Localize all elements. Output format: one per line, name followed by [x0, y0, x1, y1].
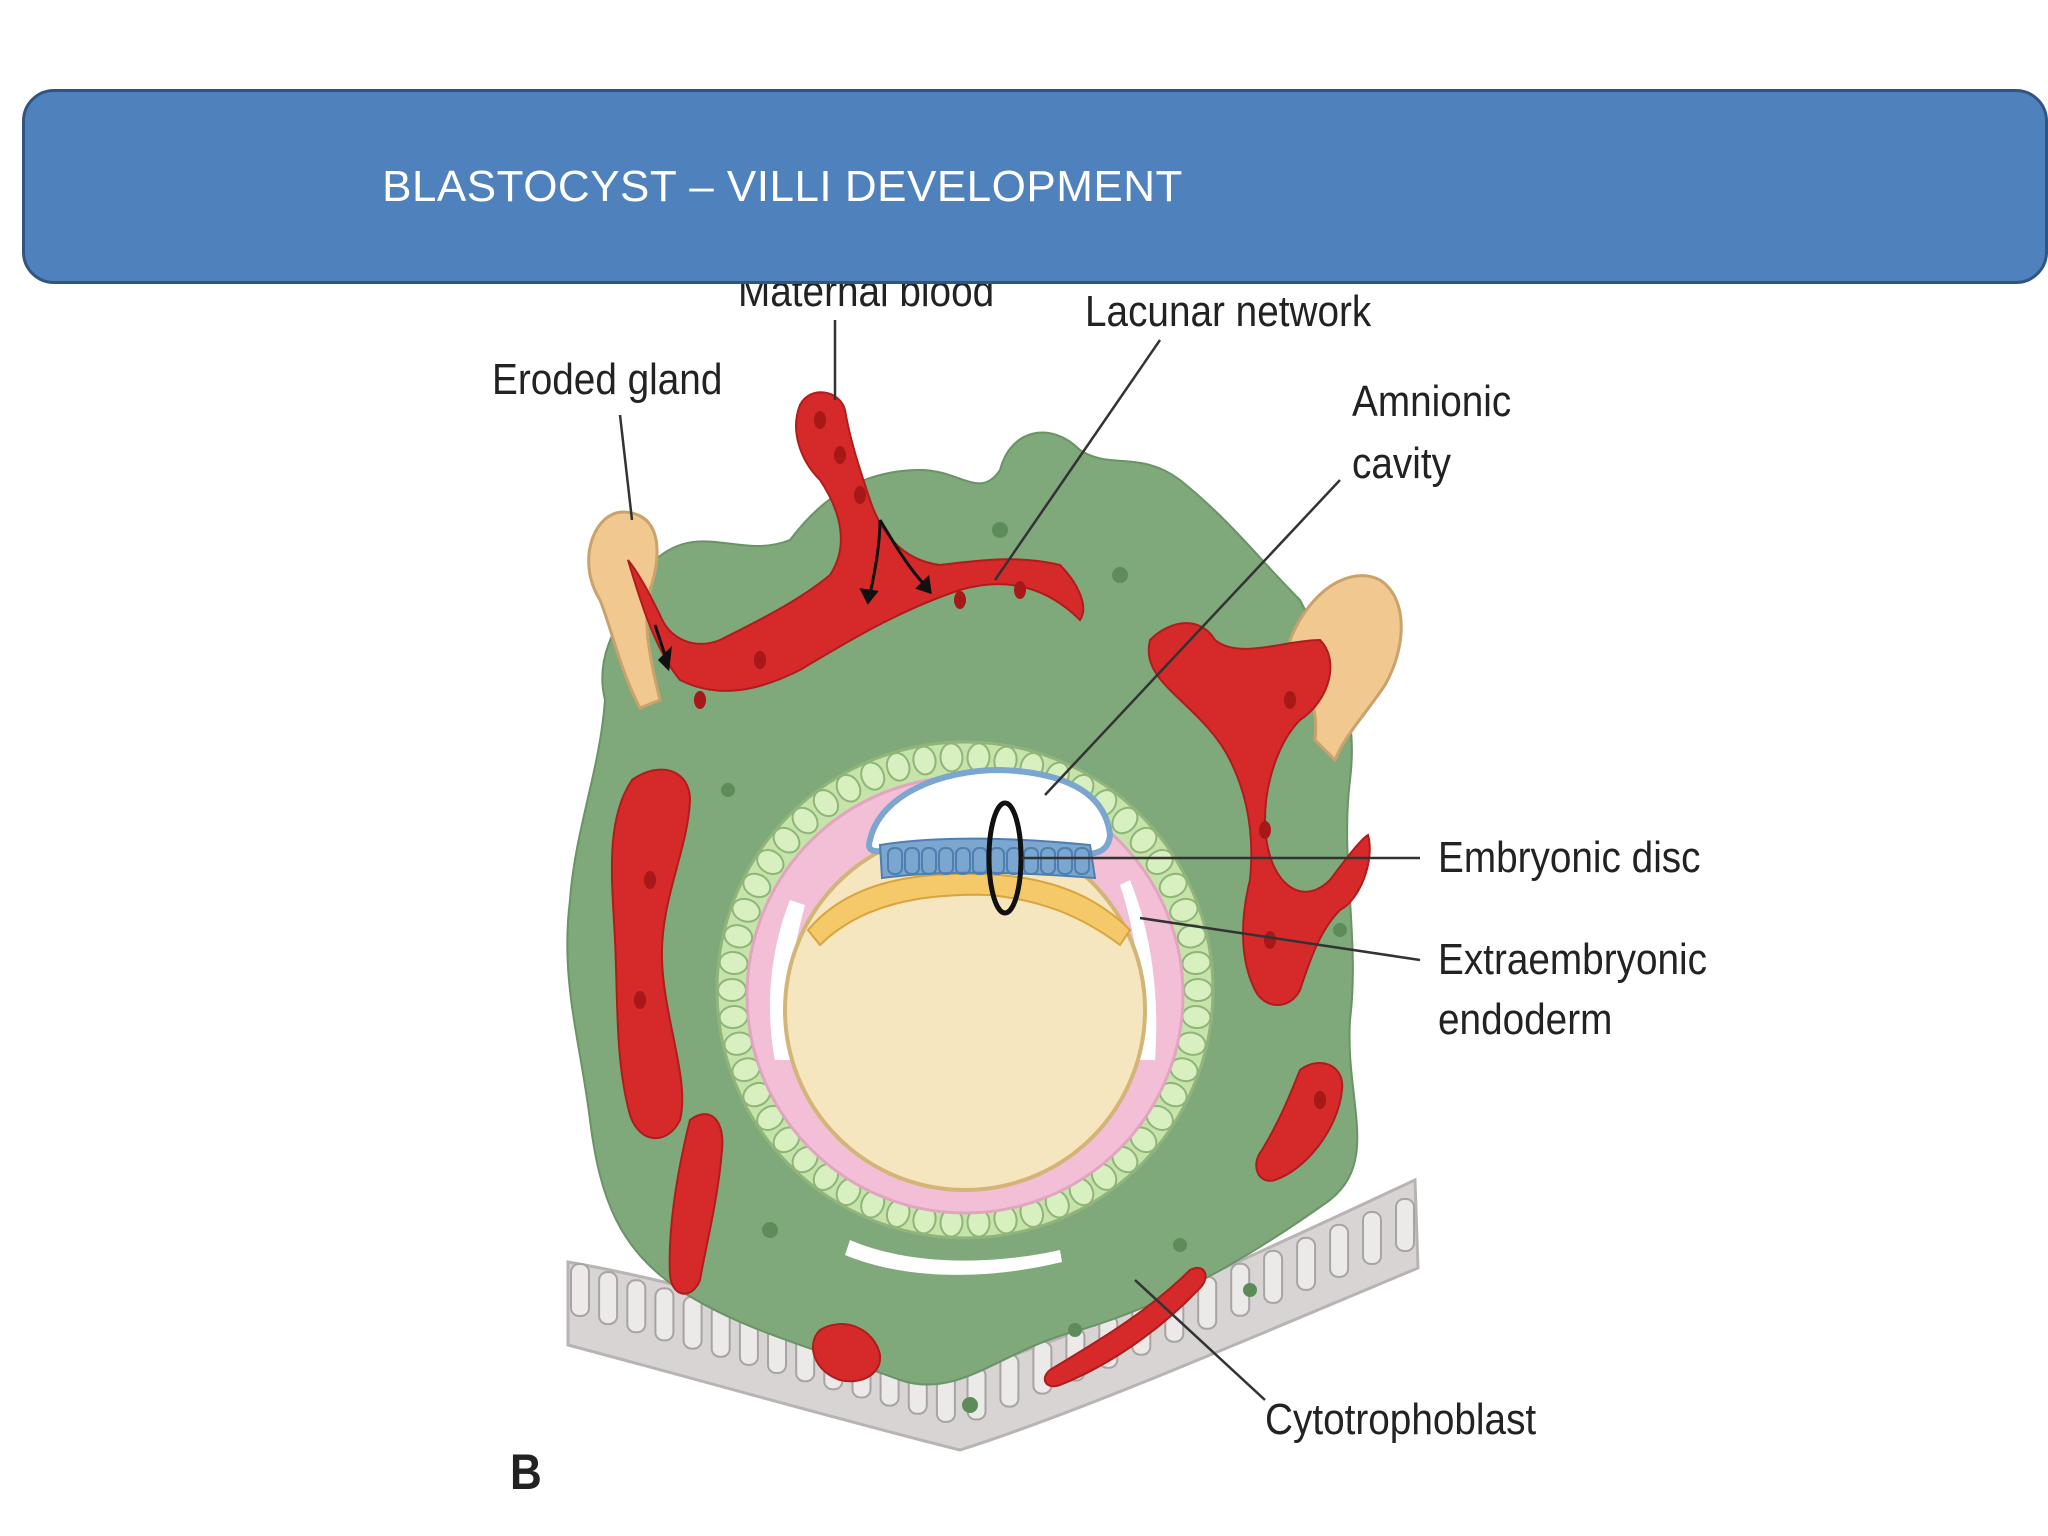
epiblast-cell: [1074, 847, 1090, 875]
title-banner: BLASTOCYST – VILLI DEVELOPMENT: [22, 89, 2048, 284]
cytotrophoblast-cell: [835, 773, 862, 803]
cytotrophoblast-cell: [717, 978, 747, 1002]
slide-title: BLASTOCYST – VILLI DEVELOPMENT: [382, 161, 1183, 211]
label-lacunar-network: Lacunar network: [1085, 287, 1372, 336]
epithelial-cell: [1263, 1249, 1284, 1304]
cytotrophoblast-cell: [723, 924, 754, 949]
epithelial-cell: [999, 1353, 1020, 1408]
eroded-glands: [587, 510, 1403, 763]
epiblast-cell: [955, 847, 971, 875]
epiblast-cell: [904, 847, 920, 875]
epiblast-cell: [921, 847, 937, 875]
cytotrophoblast-cell: [772, 826, 801, 854]
leader-lines: [618, 320, 1421, 1401]
panel-letter: B: [510, 1444, 542, 1500]
epithelial-cell: [682, 1295, 703, 1350]
cytotrophoblast-cell: [1158, 872, 1188, 899]
cytotrophoblast-cell: [731, 897, 761, 923]
label-cytotrophoblast: Cytotrophoblast: [1265, 1395, 1537, 1444]
epiblast-cell: [1040, 847, 1056, 875]
epiblast-cell: [887, 847, 903, 875]
epithelial-cell: [1329, 1223, 1350, 1278]
epiblast-cell: [938, 847, 954, 875]
cytotrophoblast-cell: [718, 950, 749, 976]
extraembryonic-endoderm-band: [806, 872, 1132, 947]
cytotrophoblast-cell: [1183, 978, 1213, 1002]
epithelial-cell: [654, 1287, 675, 1342]
cytotrophoblast-cell: [1111, 806, 1139, 835]
epiblast-cell: [1023, 847, 1039, 875]
label-eroded-gland: Eroded gland: [492, 355, 723, 404]
label-extraembryonic-line2: endoderm: [1438, 995, 1613, 1044]
lacunar-network: [610, 391, 1371, 1388]
cytotrophoblast-cell: [791, 806, 819, 835]
cytotrophoblast-cell: [756, 849, 785, 875]
label-amnionic-cavity-line1: Amnionic: [1352, 377, 1512, 426]
cytotrophoblast-cell: [1169, 897, 1199, 923]
epithelial-cell: [598, 1271, 619, 1326]
label-embryonic-disc: Embryonic disc: [1438, 833, 1701, 882]
cytotrophoblast-cell: [885, 752, 911, 782]
cytotrophoblast-cell: [939, 742, 964, 773]
epithelial-cell: [570, 1263, 590, 1317]
label-amnionic-cavity-line2: cavity: [1352, 439, 1451, 488]
epithelial-cell: [1362, 1211, 1382, 1265]
cytotrophoblast-cell: [1145, 849, 1174, 875]
cytotrophoblast-cell: [912, 745, 937, 776]
epithelial-cell: [1395, 1198, 1415, 1252]
cytotrophoblast-cell: [742, 872, 772, 899]
epithelial-cell: [1296, 1236, 1317, 1291]
epiblast-cell: [1057, 847, 1073, 875]
blood-cells: [634, 411, 1326, 1109]
cytotrophoblast-cell: [812, 789, 840, 818]
cytotrophoblast-cell: [1129, 826, 1158, 854]
embryonic-disc-highlight: [986, 800, 1024, 916]
cytotrophoblast-cell: [1181, 950, 1212, 976]
epithelial-cell: [626, 1279, 647, 1334]
blood-flow-arrows: [653, 519, 932, 672]
label-extraembryonic-line1: Extraembryonic: [1438, 935, 1707, 984]
cytotrophoblast-cell: [860, 761, 886, 791]
